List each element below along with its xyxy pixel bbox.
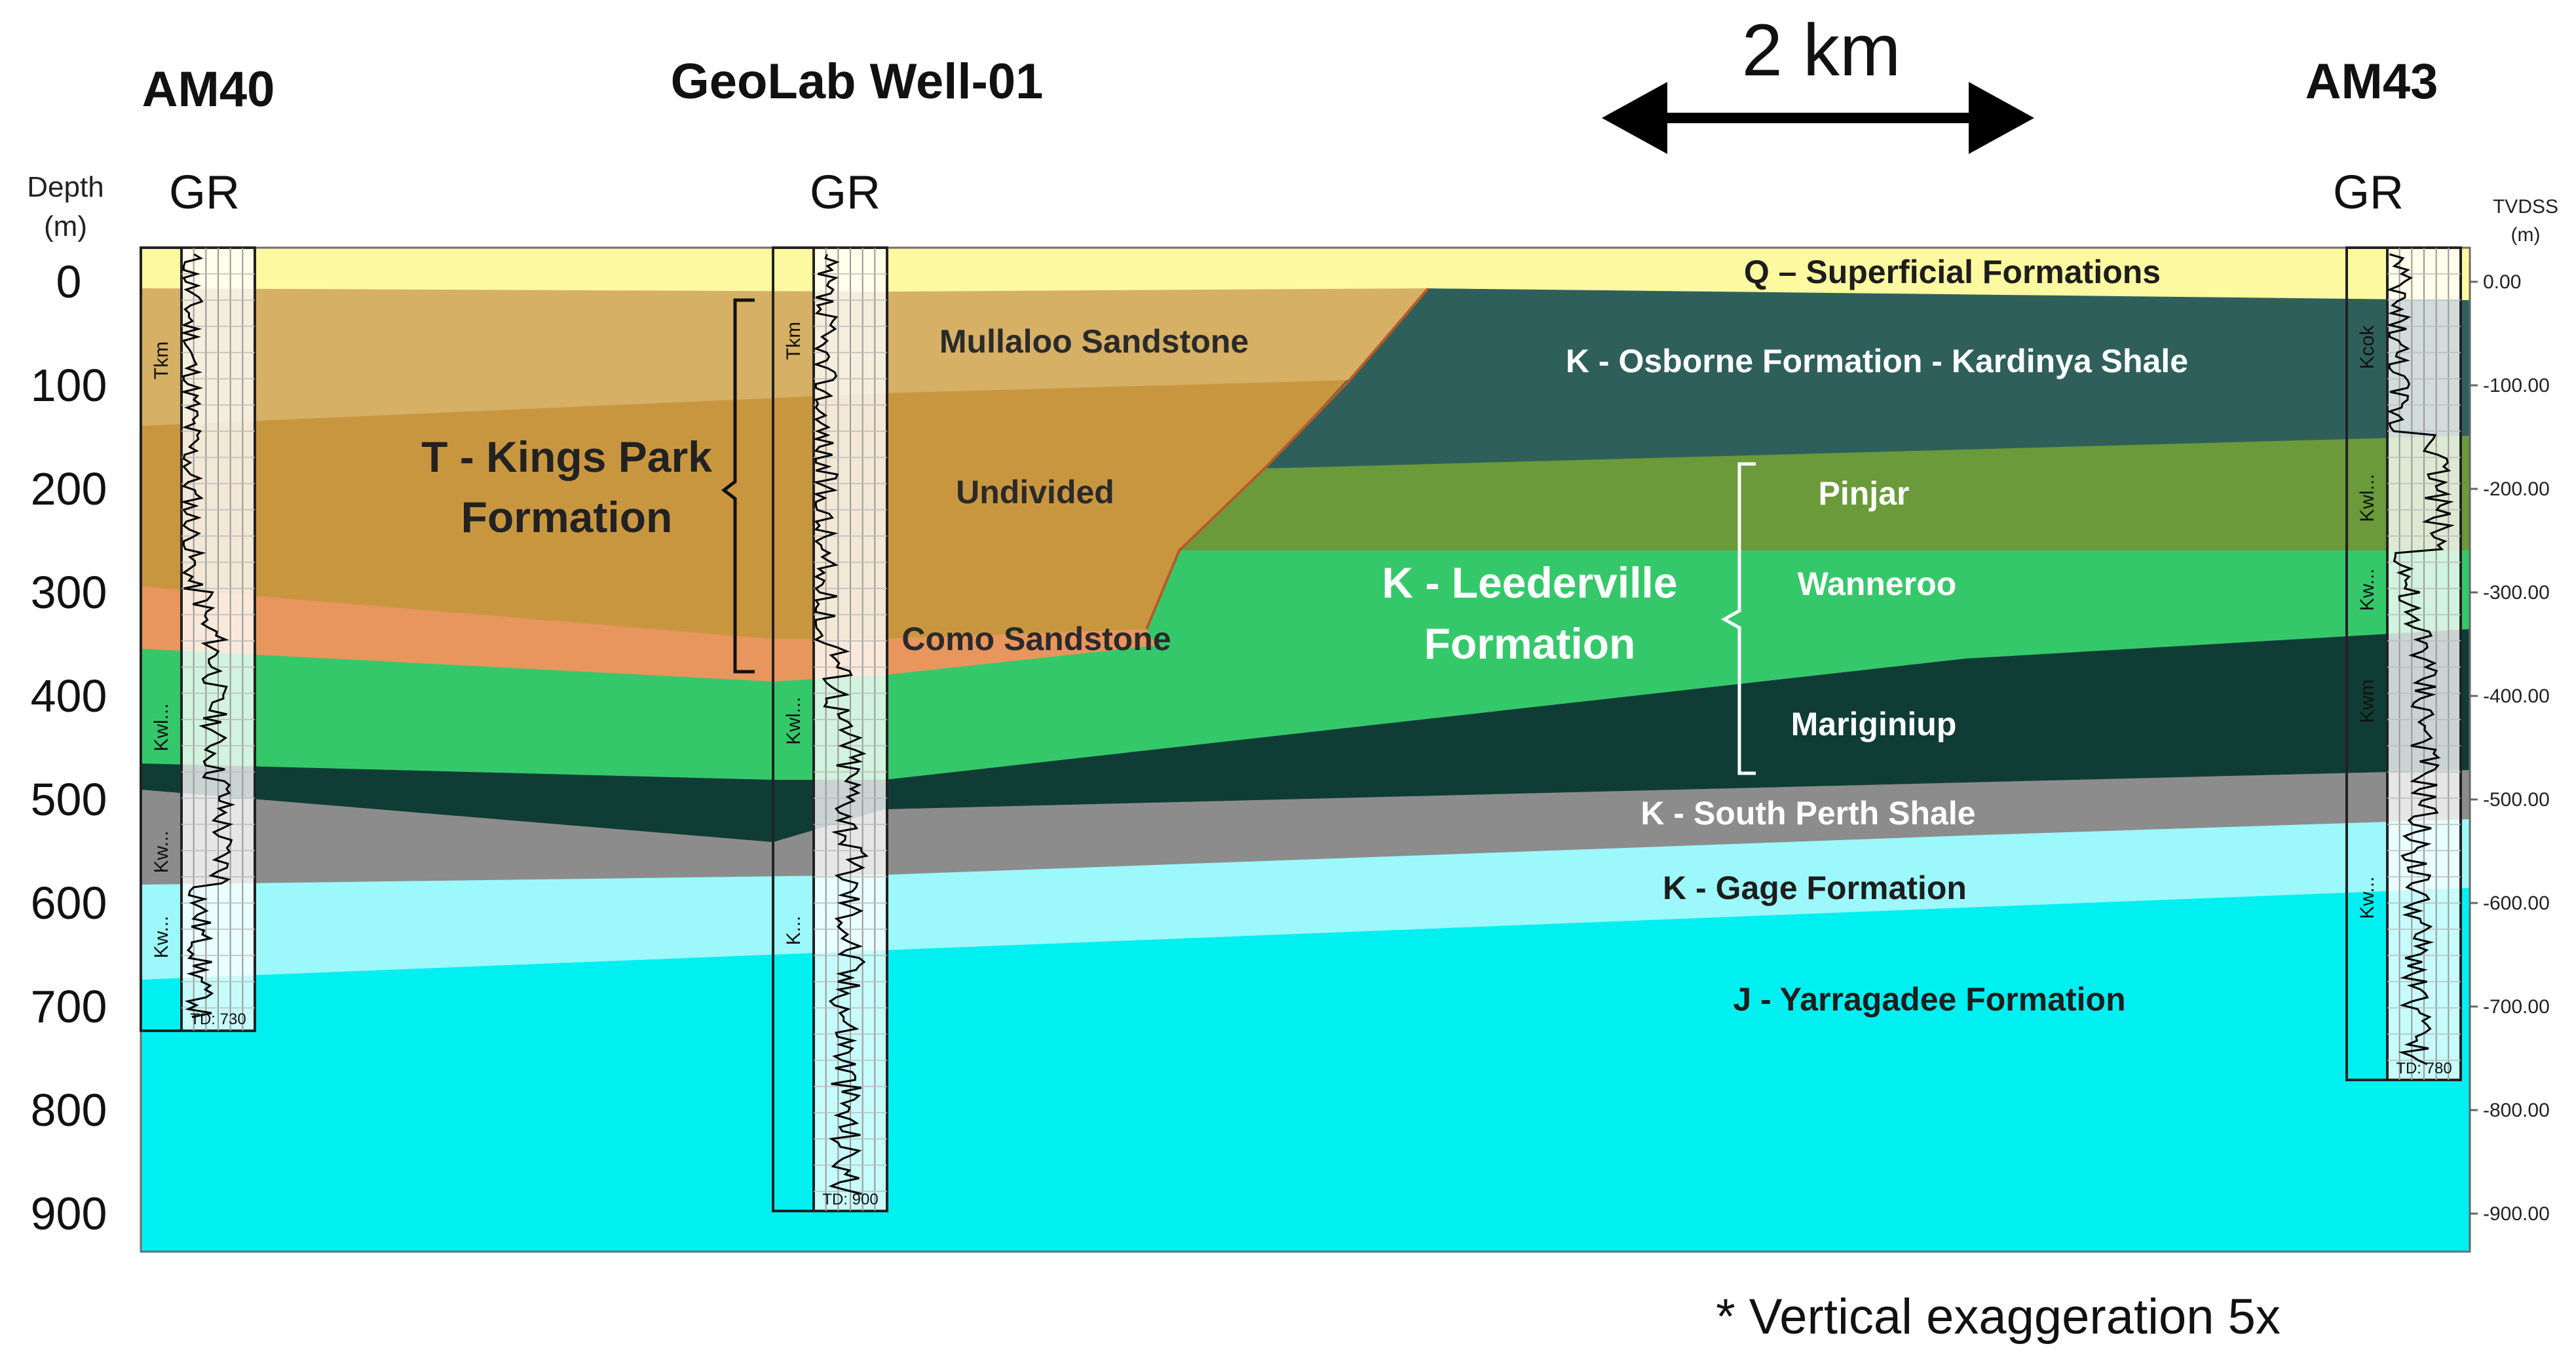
brackets <box>721 298 1756 775</box>
lithology-code: Tkm <box>783 322 805 360</box>
right-axis-title-line1: TVDSS <box>2493 196 2558 218</box>
left-axis-tick: 0 <box>56 256 82 307</box>
layer-mullaloo <box>141 288 1428 426</box>
fault-boundary-line <box>1145 287 1430 630</box>
left-depth-axis: Depth (m) 0 100 200 300 400 500 600 700 800 900 <box>27 171 107 1239</box>
left-axis-tick: 800 <box>31 1085 107 1136</box>
gr-curve <box>2385 253 2455 1066</box>
label-osborne: K - Osborne Formation - Kardinya Shale <box>1566 343 2188 379</box>
left-axis-tick: 900 <box>31 1188 107 1239</box>
right-axis-tick: 0.00 <box>2483 271 2521 293</box>
left-axis-tick: 300 <box>31 567 107 618</box>
bracket-leederville <box>1720 462 1756 775</box>
scale-bar-arrow-right <box>1969 82 2034 154</box>
layer-como <box>141 583 1156 682</box>
layer-wanneroo <box>141 547 2470 780</box>
lithology-code: Kwl... <box>2357 474 2378 522</box>
layer-gage <box>141 816 2470 980</box>
lithology-code: Kwl... <box>151 703 172 751</box>
right-axis-tick: -500.00 <box>2483 789 2550 811</box>
left-axis-tick: 600 <box>31 877 107 929</box>
right-axis-tick: -800.00 <box>2483 1100 2550 1121</box>
label-south-perth: K - South Perth Shale <box>1640 795 1975 832</box>
bracket-kings-park <box>721 298 755 674</box>
left-axis-tick: 500 <box>31 774 107 825</box>
gr-header-geolab: GR <box>810 166 881 219</box>
well-name-geolab: GeoLab Well-01 <box>671 54 1044 109</box>
label-leederville-line2: Formation <box>1424 619 1636 668</box>
label-undivided: Undivided <box>956 474 1114 510</box>
total-depth-label: TD: 730 <box>190 1010 246 1028</box>
right-axis-tick: -600.00 <box>2483 893 2550 914</box>
scale-bar-label: 2 km <box>1742 9 1901 91</box>
layer-superficial <box>141 248 2470 300</box>
lithology-code: Tkm <box>151 341 172 379</box>
layer-mariginiup <box>141 626 2470 842</box>
label-leederville-line1: K - Leederville <box>1382 558 1677 607</box>
scale-bar-arrow-left <box>1602 82 1667 154</box>
lithology-code: K... <box>783 915 805 945</box>
lithology-code: Kwl... <box>783 697 805 744</box>
label-superficial: Q – Superficial Formations <box>1744 254 2161 290</box>
right-axis-tick: -300.00 <box>2483 582 2550 604</box>
left-axis-title-line2: (m) <box>44 210 87 242</box>
scale-bar: 2 km <box>1602 9 2034 154</box>
right-axis-tick: -900.00 <box>2483 1203 2550 1225</box>
layer-south-perth-shale <box>141 767 2470 885</box>
well-name-am43: AM43 <box>2305 54 2438 109</box>
right-axis-tick: -700.00 <box>2483 996 2550 1018</box>
right-axis-tick: -200.00 <box>2483 478 2550 500</box>
gr-header-am43: GR <box>2333 166 2404 219</box>
layer-yarragadee <box>141 885 2470 1252</box>
formation-labels: Q – Superficial Formations K - Osborne F… <box>421 254 2188 1018</box>
left-axis-tick: 200 <box>31 463 107 514</box>
well-name-am40: AM40 <box>142 62 275 117</box>
layer-osborne <box>1264 288 2470 469</box>
lithology-code: Kw... <box>151 915 172 958</box>
total-depth-label: TD: 780 <box>2396 1060 2452 1077</box>
right-axis-tick-labels: 0.00 -100.00 -200.00 -300.00 -400.00 -500.00 -… <box>2470 271 2550 1225</box>
lithology-code: Kwm <box>2357 680 2378 723</box>
label-como: Como Sandstone <box>901 621 1171 657</box>
layers-group <box>140 246 2471 1253</box>
left-axis-tick: 400 <box>31 670 107 721</box>
total-depth-label: TD: 900 <box>822 1191 878 1208</box>
left-axis-tick-labels: 0 100 200 300 400 500 600 700 800 900 <box>31 256 107 1239</box>
layer-undivided <box>141 377 1350 639</box>
vertical-exaggeration-note: * Vertical exaggeration 5x <box>1716 1289 2281 1345</box>
gr-curve <box>180 253 236 1018</box>
label-gage: K - Gage Formation <box>1663 870 1967 906</box>
label-kings-park-line2: Formation <box>461 493 673 541</box>
right-axis-tick: -400.00 <box>2483 685 2550 707</box>
right-axis-title-line2: (m) <box>2511 224 2541 246</box>
label-kings-park-line1: T - Kings Park <box>421 433 712 481</box>
lithology-code: Kw... <box>2357 568 2378 611</box>
label-pinjar: Pinjar <box>1819 475 1910 512</box>
label-mullaloo: Mullaloo Sandstone <box>939 323 1249 360</box>
right-axis-tick: -100.00 <box>2483 375 2550 396</box>
lithology-code: Kw... <box>2357 876 2378 919</box>
lithology-code: Kw... <box>151 830 172 873</box>
gr-curve <box>812 254 869 1195</box>
label-wanneroo: Wanneroo <box>1798 566 1957 602</box>
gr-header-am40: GR <box>169 166 240 219</box>
left-axis-tick: 700 <box>31 981 107 1032</box>
lithology-code: Kcok <box>2357 325 2378 370</box>
label-mariginiup: Mariginiup <box>1791 706 1957 742</box>
left-axis-title-line1: Depth <box>27 171 104 203</box>
right-tvdss-axis: TVDSS (m) 0.00 -100.00 -200.00 -300.00 -400.… <box>2469 196 2558 1248</box>
label-yarragadee: J - Yarragadee Formation <box>1733 981 2125 1018</box>
left-axis-tick: 100 <box>31 360 107 411</box>
